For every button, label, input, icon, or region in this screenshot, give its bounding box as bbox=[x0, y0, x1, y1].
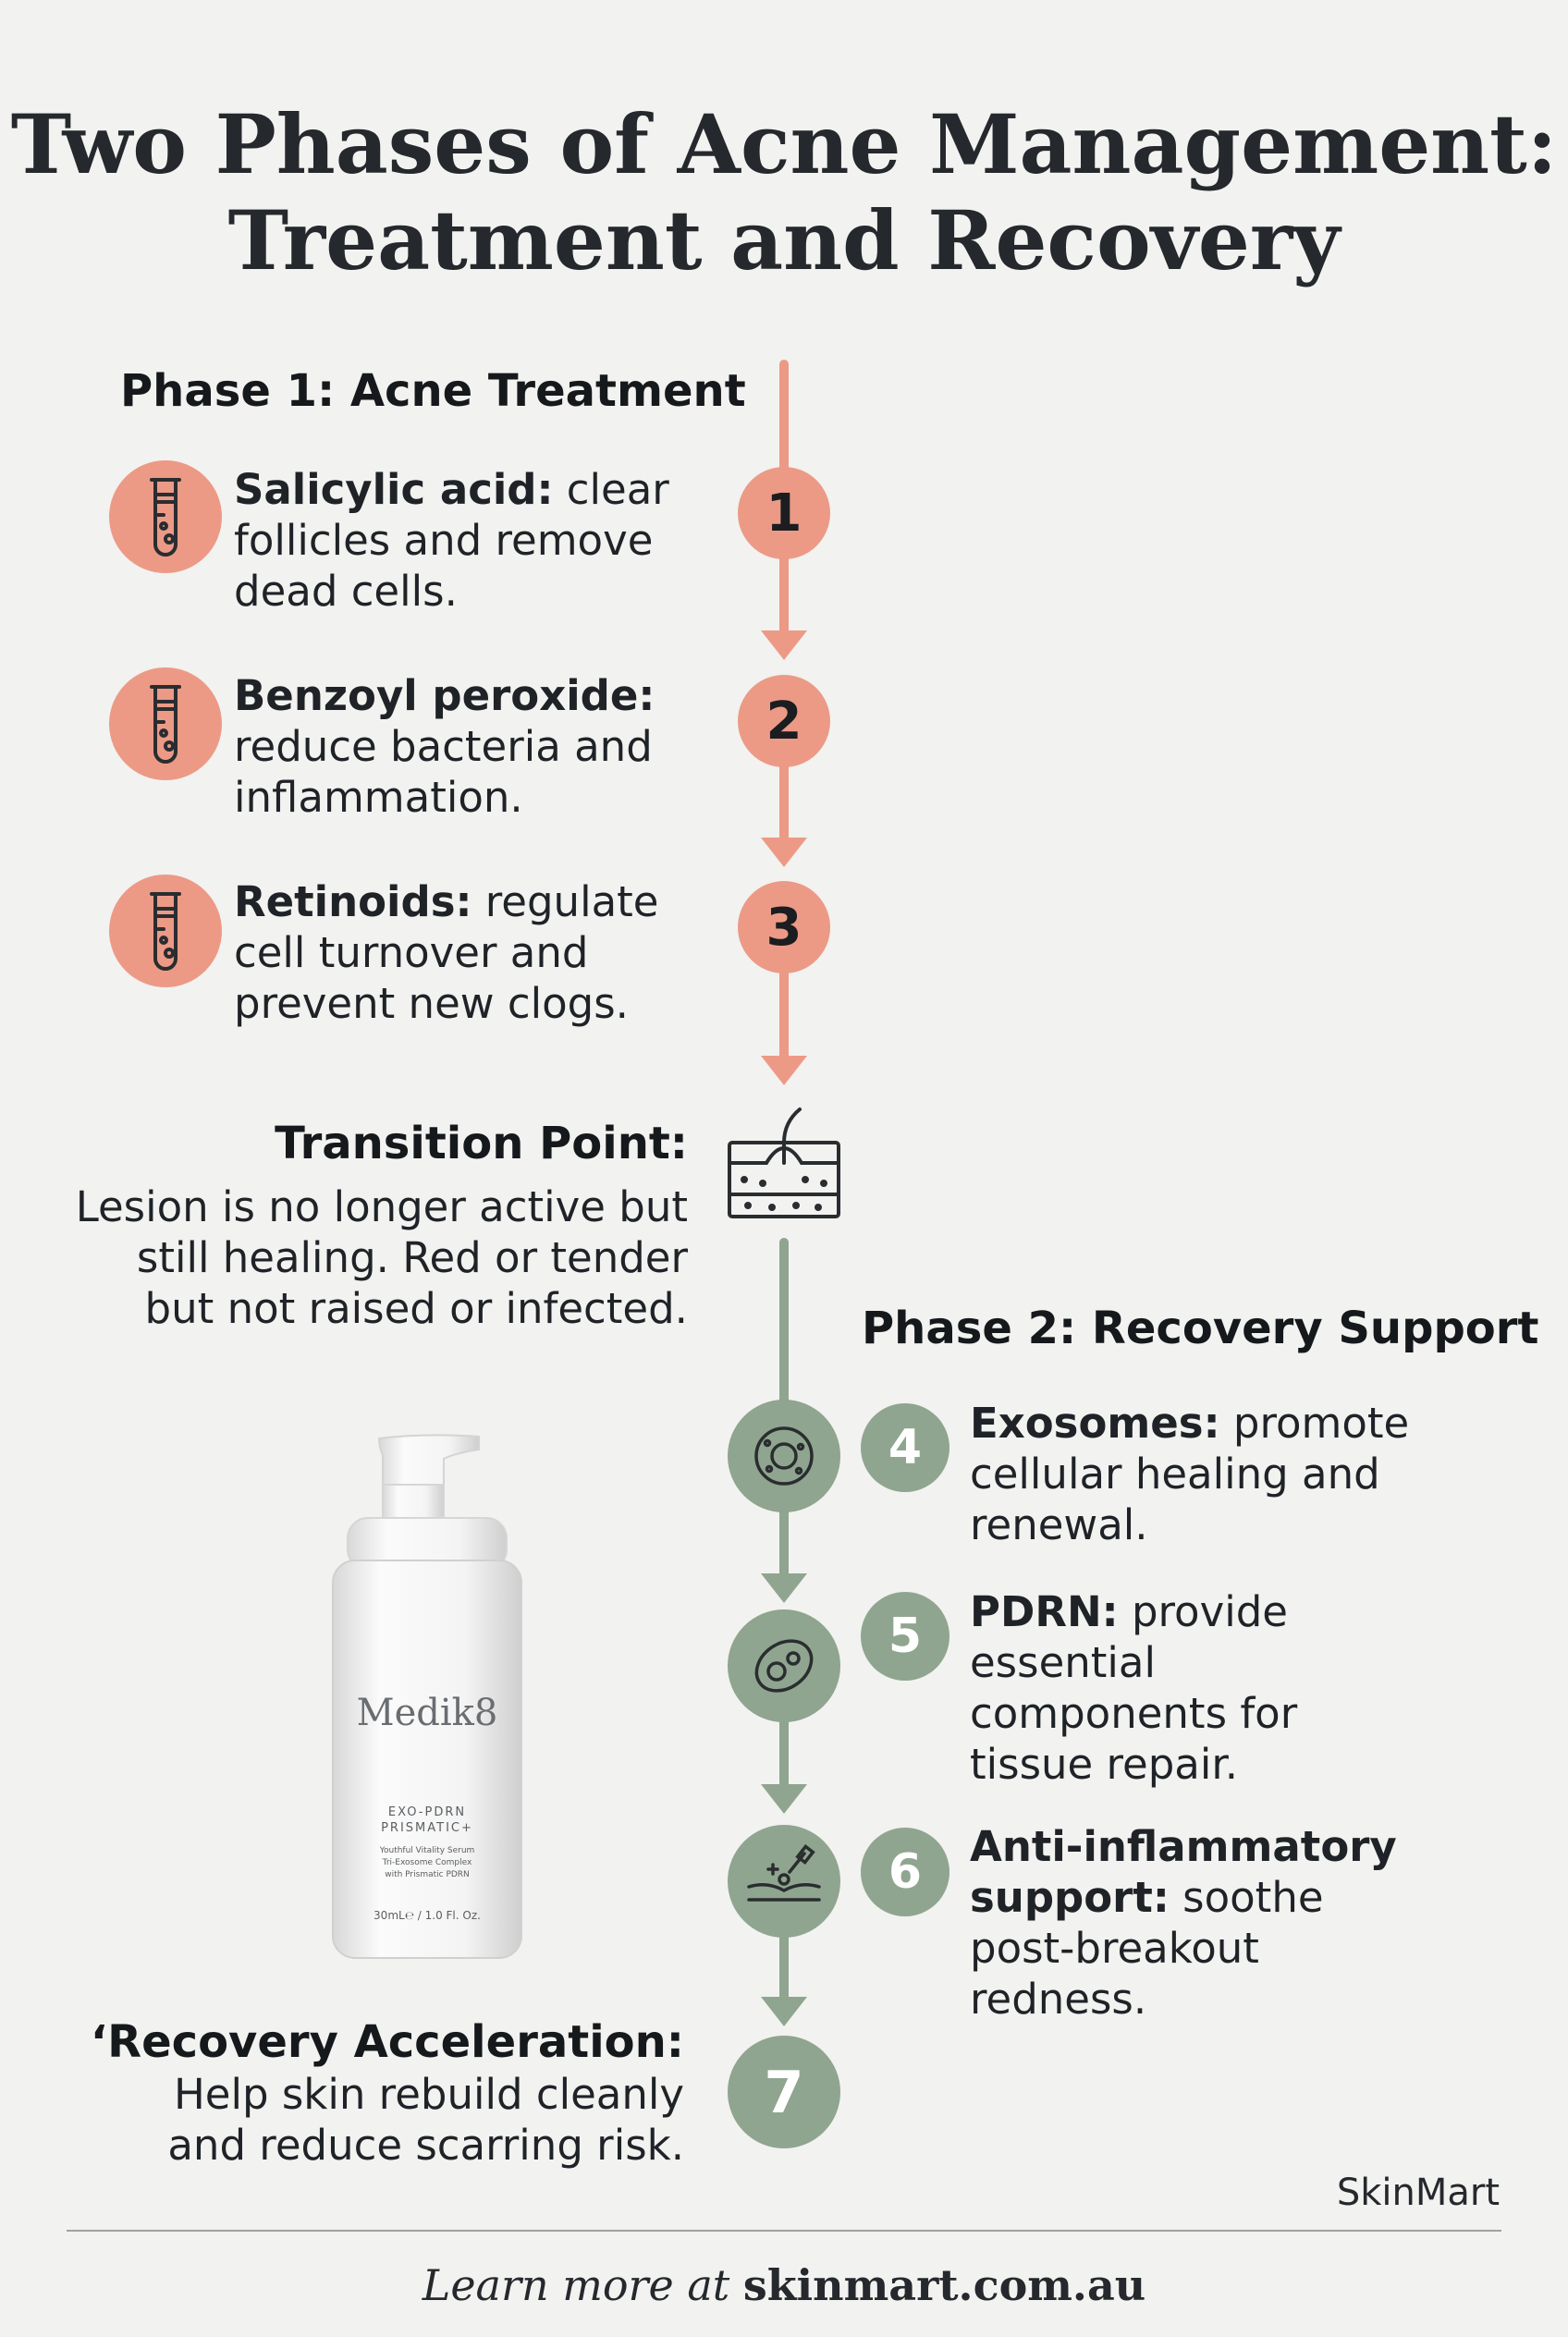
phase1-heading: Phase 1: Acne Treatment bbox=[120, 365, 746, 417]
footer-cta: Learn more at skinmart.com.au bbox=[0, 2259, 1568, 2311]
recovery-acceleration-heading: ‘Recovery Acceleration: bbox=[90, 2016, 684, 2068]
transition-heading: Transition Point: bbox=[275, 1118, 688, 1169]
step-6-badge: 6 bbox=[861, 1828, 949, 1916]
phase1-item-3-text: Retinoids: regulate cell turnover and pr… bbox=[234, 877, 659, 1028]
bottle-shape bbox=[332, 1434, 522, 1959]
cell-icon bbox=[728, 1400, 840, 1512]
step-5-badge: 5 bbox=[861, 1592, 949, 1681]
title-line-2: Treatment and Recovery bbox=[227, 192, 1341, 288]
footer-divider bbox=[67, 2230, 1501, 2232]
phase2-item-5-text: PDRN: provide essential components for t… bbox=[970, 1587, 1298, 1789]
product-description: Youthful Vitality Serum Tri-Exosome Comp… bbox=[379, 1846, 475, 1879]
phase2-item-6-text: Anti-inflammatory support: soothe post-b… bbox=[970, 1822, 1397, 2024]
retinoids-term: Retinoids: bbox=[234, 877, 472, 926]
step-7-badge: 7 bbox=[728, 2036, 840, 2148]
phase2-item-4-text: Exosomes: promote cellular healing and r… bbox=[970, 1399, 1410, 1549]
phase1-item-1-text: Salicylic acid: clear follicles and remo… bbox=[234, 465, 669, 616]
step-2-badge: 2 bbox=[738, 675, 830, 767]
test-tube-icon bbox=[109, 667, 222, 780]
page-title: Two Phases of Acne Management: Treatment… bbox=[0, 96, 1568, 288]
benzoyl-peroxide-term: Benzoyl peroxide: bbox=[234, 671, 655, 720]
skin-layer-icon bbox=[726, 1106, 842, 1226]
skin-serum-icon bbox=[728, 1825, 840, 1938]
exosomes-term: Exosomes: bbox=[970, 1399, 1220, 1448]
anti-inflammatory-term: Anti-inflammatory bbox=[970, 1822, 1397, 1871]
nucleus-cell-icon bbox=[728, 1609, 840, 1722]
salicylic-acid-term: Salicylic acid: bbox=[234, 465, 554, 514]
test-tube-icon bbox=[109, 460, 222, 573]
phase1-item-2-text: Benzoyl peroxide: reduce bacteria and in… bbox=[234, 671, 655, 822]
footer-prefix: Learn more at bbox=[422, 2260, 743, 2310]
step-1-badge: 1 bbox=[738, 467, 830, 559]
test-tube-icon bbox=[109, 875, 222, 987]
step-3-badge: 3 bbox=[738, 881, 830, 973]
step-4-badge: 4 bbox=[861, 1403, 949, 1492]
product-name: EXO-PDRN PRISMATIC+ bbox=[381, 1805, 473, 1835]
phase1-line bbox=[761, 360, 807, 1085]
transition-description: Lesion is no longer active but still hea… bbox=[75, 1182, 688, 1333]
pdrn-term: PDRN: bbox=[970, 1587, 1119, 1636]
title-line-1: Two Phases of Acne Management: bbox=[10, 96, 1558, 192]
product-brand: Medik8 bbox=[356, 1692, 498, 1734]
product-bottle: Medik8 EXO-PDRN PRISMATIC+ Youthful Vita… bbox=[325, 1431, 529, 1967]
brand-mark: SkinMart bbox=[1336, 2172, 1500, 2214]
product-volume: 30mL℮ / 1.0 Fl. Oz. bbox=[374, 1909, 481, 1922]
recovery-acceleration-description: Help skin rebuild cleanly and reduce sca… bbox=[167, 2070, 684, 2170]
footer-site-link[interactable]: skinmart.com.au bbox=[742, 2260, 1146, 2310]
phase2-heading: Phase 2: Recovery Support bbox=[862, 1303, 1539, 1354]
phase2-line bbox=[761, 1238, 807, 2026]
